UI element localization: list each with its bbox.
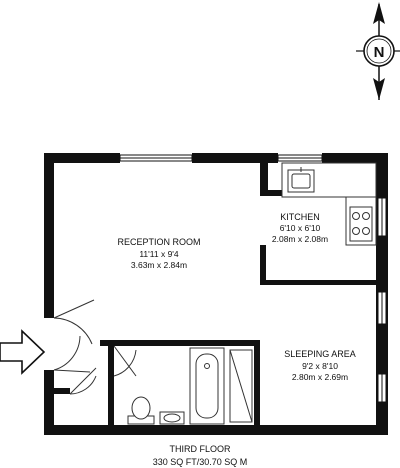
sleeping-name: SLEEPING AREA bbox=[284, 349, 356, 359]
entry-door-swing bbox=[53, 299, 137, 395]
right-windows bbox=[377, 197, 387, 403]
room-label-sleeping: SLEEPING AREA 9'2 x 8'10 2.80m x 2.69m bbox=[284, 349, 356, 382]
internal-walls bbox=[54, 163, 376, 425]
sleeping-imperial: 9'2 x 8'10 bbox=[302, 361, 338, 371]
entrance-arrow-icon bbox=[0, 329, 46, 375]
floor-level-label: THIRD FLOOR bbox=[169, 444, 231, 454]
reception-imperial: 11'11 x 9'4 bbox=[139, 249, 179, 259]
compass-letter: N bbox=[374, 44, 385, 61]
floor-area-label: 330 SQ FT/30.70 SQ M bbox=[153, 457, 248, 467]
north-compass-icon: N bbox=[356, 2, 400, 100]
room-label-reception: RECEPTION ROOM 11'11 x 9'4 3.63m x 2.84m bbox=[117, 237, 200, 270]
room-label-kitchen: KITCHEN 6'10 x 6'10 2.08m x 2.08m bbox=[272, 212, 328, 244]
reception-name: RECEPTION ROOM bbox=[117, 237, 200, 247]
kitchen-metric: 2.08m x 2.08m bbox=[272, 234, 328, 244]
kitchen-name: KITCHEN bbox=[280, 212, 320, 222]
kitchen-fixtures bbox=[281, 162, 377, 246]
reception-metric: 3.63m x 2.84m bbox=[131, 260, 187, 270]
bathroom-fixtures bbox=[127, 347, 253, 425]
kitchen-imperial: 6'10 x 6'10 bbox=[280, 223, 321, 233]
sleeping-metric: 2.80m x 2.69m bbox=[292, 372, 348, 382]
